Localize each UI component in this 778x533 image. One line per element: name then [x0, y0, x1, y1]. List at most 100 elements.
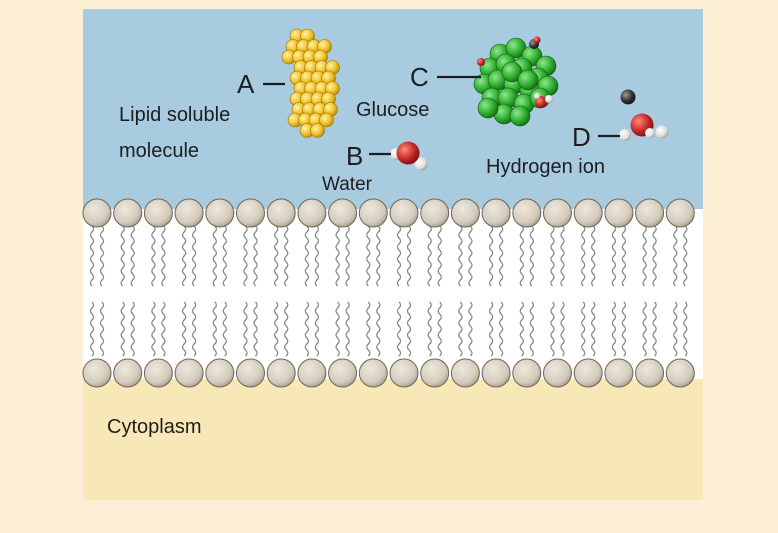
lipid-head — [481, 198, 511, 228]
lipid-tail — [652, 301, 657, 357]
lipid-head — [573, 198, 603, 228]
lipid-tail — [283, 225, 289, 287]
lipid-tail — [151, 301, 156, 357]
lipid-tail — [560, 301, 565, 357]
lipid-tail — [642, 301, 647, 357]
lipid-head — [604, 198, 634, 228]
glucose-side-atoms — [477, 36, 553, 108]
lipid-tail — [273, 301, 279, 357]
lipid-tail — [406, 301, 412, 357]
label-c-letter: C — [410, 62, 429, 92]
label-molecule: molecule — [119, 140, 199, 162]
lipid-head — [450, 358, 480, 388]
lipid-tail — [304, 225, 310, 287]
lipid-tail — [89, 301, 95, 357]
lipid-tail — [673, 225, 678, 287]
lipid-tail — [161, 301, 166, 357]
lipid-tail — [366, 225, 371, 287]
lipid-tail — [590, 301, 596, 357]
lipid-tail — [273, 225, 279, 287]
lipid-tail — [99, 225, 105, 287]
glucose-atom — [477, 97, 499, 119]
lipid-tail — [468, 225, 473, 287]
lipid-tail — [683, 301, 688, 357]
label-cytoplasm: Cytoplasm — [107, 416, 201, 438]
glucose-molecule — [473, 37, 559, 127]
leader-lines — [263, 75, 620, 156]
lipid-head — [236, 358, 265, 388]
lipid-head — [297, 198, 327, 228]
lipid-tail — [611, 225, 617, 287]
lipid-tail — [191, 225, 197, 287]
lipid-tail — [243, 301, 248, 357]
lipid-tail — [335, 225, 340, 287]
lipid-tail — [560, 225, 565, 287]
lipid-tail — [212, 301, 218, 357]
lipid-tail — [222, 225, 228, 287]
membrane-interior-region — [83, 209, 703, 379]
lipid-head — [174, 198, 204, 228]
label-hydrogen-ion: Hydrogen ion — [486, 156, 605, 178]
lipid-tail — [519, 301, 525, 357]
lipid-tail — [191, 301, 197, 357]
label-a-letter: A — [237, 69, 255, 99]
label-glucose: Glucose — [356, 99, 429, 121]
lipid-head — [174, 358, 204, 388]
lipid-tail — [130, 225, 135, 287]
lipid-tail — [529, 301, 535, 357]
lipid-tail — [304, 301, 310, 357]
lipid-tail — [99, 301, 105, 357]
lipid-tail — [396, 225, 402, 287]
lipid-tail — [376, 225, 381, 287]
lipid-head — [543, 358, 572, 388]
lipid-head — [635, 198, 665, 228]
lipid-tail — [519, 225, 525, 287]
lipid-tail — [550, 225, 555, 287]
lipid-head — [143, 198, 173, 228]
lipid-tail — [376, 301, 381, 357]
hydrogen-ion-molecule — [619, 89, 669, 141]
label-water: Water — [322, 174, 373, 195]
label-d-letter: D — [572, 122, 591, 152]
lipid-tail — [621, 225, 627, 287]
lipid-tail — [181, 225, 187, 287]
lipid-head — [82, 198, 112, 228]
lipid-soluble-molecule — [281, 28, 340, 138]
lipid-head — [512, 358, 542, 388]
lipid-tail — [314, 301, 320, 357]
lipid-head — [450, 198, 480, 228]
lipid-head — [205, 198, 235, 228]
lipid-tail — [89, 225, 95, 287]
lipid-tail — [580, 301, 586, 357]
lipid-tail — [161, 225, 166, 287]
lipid-tail — [529, 225, 535, 287]
lipid-tail — [458, 301, 463, 357]
lipid-head — [543, 198, 572, 228]
lipid-tail — [366, 301, 371, 357]
lipid-head — [143, 358, 173, 388]
lipid-tail — [427, 301, 432, 357]
lipid-head — [573, 358, 603, 388]
lipid-tail — [130, 301, 135, 357]
lipid-head — [205, 358, 235, 388]
label-b-letter: B — [346, 141, 363, 171]
lipid-tail — [580, 225, 586, 287]
lipid-tail — [488, 301, 494, 357]
lipid-tail — [427, 225, 432, 287]
lipid-head — [358, 198, 388, 228]
lipid-tail — [590, 225, 596, 287]
lipid-head — [389, 198, 419, 228]
extracellular-region — [83, 9, 703, 209]
phospholipid-heads-outer — [82, 198, 695, 228]
lipid-head — [420, 198, 450, 228]
lipid-head — [358, 358, 388, 388]
lipid-tail — [335, 301, 340, 357]
lipid-tail — [437, 301, 442, 357]
lipid-head — [113, 358, 143, 388]
lipid-tail — [488, 225, 494, 287]
lipid-tail — [345, 301, 350, 357]
lipid-tail — [437, 225, 442, 287]
lipid-tail — [396, 301, 402, 357]
